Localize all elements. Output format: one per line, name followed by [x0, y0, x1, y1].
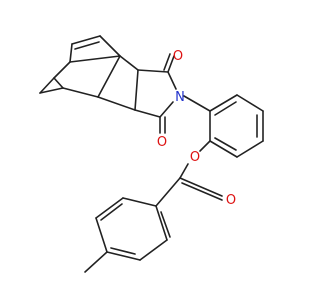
- bond: [95, 217, 108, 253]
- aromatic-inner-bond: [110, 247, 136, 255]
- molecule-svg: O O N O O: [39, 35, 264, 273]
- bond: [155, 205, 168, 241]
- bonds: [39, 35, 264, 273]
- bond: [122, 197, 157, 207]
- bond: [97, 55, 121, 98]
- bond: [155, 177, 181, 207]
- bond: [99, 35, 121, 57]
- bond: [179, 163, 189, 179]
- bond: [69, 43, 73, 63]
- bond: [209, 140, 238, 158]
- bond: [134, 109, 161, 118]
- carbonyl-oxygen-top-label: O: [173, 49, 183, 64]
- bond: [137, 69, 169, 73]
- bond: [62, 87, 99, 98]
- bond: [159, 101, 174, 118]
- bond: [106, 251, 141, 261]
- aromatic-inner-bond: [214, 137, 237, 151]
- bond: [179, 177, 223, 197]
- bond: [53, 77, 64, 89]
- bond: [139, 239, 168, 261]
- atom-labels: O O N O O: [157, 49, 236, 208]
- bond: [236, 140, 264, 158]
- bond: [69, 55, 121, 63]
- chemical-structure-drawing: O O N O O: [39, 35, 264, 273]
- bond: [209, 94, 238, 112]
- double-bond-inner: [181, 182, 223, 201]
- double-bond-inner: [74, 41, 100, 50]
- bond: [39, 77, 55, 94]
- bond: [134, 69, 139, 111]
- bond: [119, 55, 139, 71]
- ester-bridge-oxygen-label: O: [190, 150, 200, 165]
- aromatic-inner-bond: [160, 211, 171, 238]
- bond: [71, 35, 101, 45]
- bond: [39, 87, 64, 94]
- bond: [97, 96, 136, 111]
- bond: [199, 140, 211, 152]
- double-bond-inner: [163, 53, 171, 71]
- imide-nitrogen-label: N: [175, 90, 185, 105]
- methyl-bond: [84, 251, 108, 273]
- carbonyl-oxygen-bottom-label: O: [157, 135, 167, 150]
- bond: [183, 95, 211, 112]
- bond: [167, 71, 177, 90]
- bond: [53, 61, 71, 79]
- ester-carbonyl-oxygen-label: O: [226, 193, 236, 208]
- aromatic-inner-bond: [100, 203, 123, 221]
- bond: [236, 94, 264, 112]
- bond: [95, 197, 124, 219]
- bond: [167, 55, 175, 73]
- aromatic-inner-bond: [214, 101, 237, 116]
